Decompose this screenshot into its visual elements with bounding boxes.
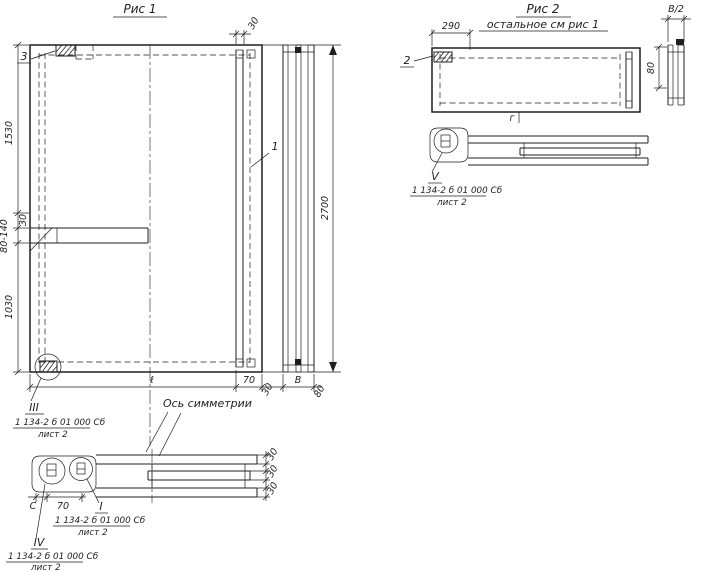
- detail-V-note: V 1 134-2 б 01 000 Сб лист 2: [410, 152, 503, 208]
- slot-opening: [29, 227, 149, 252]
- dim-290: 290: [442, 21, 460, 32]
- callout-1-label: 1: [272, 140, 279, 153]
- dim-1530: 1530: [4, 121, 15, 145]
- section-dim-c: С: [30, 501, 37, 512]
- anchor-hatch-bottom-left: [34, 353, 62, 381]
- fig2-axis-mark: г: [510, 113, 516, 124]
- dim-bottom-70: 70: [243, 375, 255, 386]
- detail-V-ref: 1 134-2 б 01 000 Сб: [412, 186, 503, 196]
- section-I-edge-detail: [31, 455, 97, 493]
- dim-2700: 2700: [320, 196, 331, 220]
- fig2-subtitle: остальное см рис 1: [487, 18, 599, 31]
- anchor-hatch-top-left: [55, 44, 76, 57]
- dim-l: ℓ: [150, 375, 154, 386]
- detail-circle-I: [69, 457, 93, 481]
- symmetry-axis-label-group: Ось симметрии: [145, 397, 252, 457]
- dim-80-140: 80-140: [0, 219, 10, 253]
- section-I-note: I 1 134-2 б 01 000 Сб лист 2: [53, 478, 146, 538]
- fig1-side-view: [282, 44, 315, 373]
- detail-IV-mark: IV: [34, 536, 46, 549]
- dim-bottom-30: 30: [260, 382, 276, 398]
- fig1-left-dimensions: 1530 30 80-140 1030: [0, 41, 29, 376]
- detail-IV-ref: 1 134-2 б 01 000 Сб: [8, 552, 99, 562]
- section-I-mark: I: [99, 500, 102, 513]
- fig2-anchor-hatch: [433, 51, 453, 63]
- fig1-right-dimension-2700: 2700: [262, 44, 341, 373]
- section-I-ref: 1 134-2 б 01 000 Сб: [55, 516, 146, 526]
- fig1: Рис 1: [0, 2, 341, 457]
- fig2-dim-80: 80: [646, 43, 667, 92]
- detail-V-mark: V: [431, 170, 440, 183]
- detail-circle-IV: [38, 457, 66, 485]
- fig1-bottom-dimensions: ℓ 70 30 В 80: [26, 370, 328, 400]
- detail-III-mark: III: [29, 401, 39, 414]
- section-dim-30-top: 30: [265, 447, 281, 463]
- fig1-top-dimension-30: 30: [229, 16, 262, 44]
- callout-2-label: 2: [404, 54, 411, 67]
- loop-mark-bottom: [295, 359, 301, 365]
- detail-V-sheet: лист 2: [436, 198, 467, 208]
- section-dim-70: 70: [57, 501, 69, 512]
- detail-III-sheet: лист 2: [37, 430, 68, 440]
- fig2-panel-outline: [431, 47, 641, 113]
- detail-IV-note: IV 1 134-2 б 01 000 Сб лист 2: [6, 483, 99, 572]
- section-I-sheet: лист 2: [77, 528, 108, 538]
- callout-1: 1: [250, 140, 279, 168]
- fig2-title: Рис 2: [526, 2, 559, 16]
- callout-2: 2: [400, 54, 434, 68]
- section-I: 30 30 30 С 70 I 1 134-2 б 01 000 Сб лист…: [6, 447, 281, 572]
- fig2-side-view: [667, 39, 685, 106]
- dim-bottom-80: 80: [312, 384, 328, 400]
- fig1-panel-outline: [29, 44, 263, 446]
- fig1-right-strip: [235, 49, 256, 368]
- fig1-title-group: Рис 1: [113, 2, 167, 18]
- dim-top-30: 30: [246, 16, 262, 32]
- top-notch-hidden: [75, 45, 94, 60]
- symmetry-axis-label: Ось симметрии: [163, 397, 252, 410]
- section-I-bottom-dims: С 70: [28, 493, 86, 512]
- dim-bottom-B: В: [295, 375, 302, 386]
- dim-1030: 1030: [4, 295, 15, 319]
- fig2-title-group: Рис 2 остальное см рис 1: [479, 2, 608, 32]
- fig2-dim-B2: В/2: [661, 4, 691, 42]
- detail-III-ref: 1 134-2 б 01 000 Сб: [15, 418, 106, 428]
- fig1-title: Рис 1: [123, 2, 156, 16]
- callout-3: 3: [17, 50, 56, 64]
- fig2-axis-mark-group: г: [510, 112, 520, 124]
- section-dim-30-mid: 30: [265, 464, 281, 480]
- fig2-right-strip: [625, 51, 633, 109]
- fig2: Рис 2 остальное см рис 1 2: [400, 2, 691, 208]
- fig2-section: [429, 127, 649, 166]
- detail-IV-sheet: лист 2: [30, 563, 61, 572]
- detail-circle-III: [34, 353, 62, 381]
- dim-80: 80: [646, 62, 657, 74]
- detail-III-note: III 1 134-2 б 01 000 Сб лист 2: [13, 377, 106, 440]
- callout-3-label: 3: [21, 50, 28, 63]
- section-I-right-dims: 30 30 30: [250, 447, 281, 501]
- loop-mark-fig2: [676, 39, 684, 45]
- section-I-body: [96, 449, 258, 503]
- dim-B2: В/2: [668, 4, 684, 15]
- loop-mark-top: [295, 47, 301, 53]
- dim-left-30: 30: [18, 214, 29, 226]
- section-dim-30-bot: 30: [265, 481, 281, 497]
- detail-circle-V: [433, 128, 459, 154]
- fig2-dim-290: 290: [428, 21, 474, 50]
